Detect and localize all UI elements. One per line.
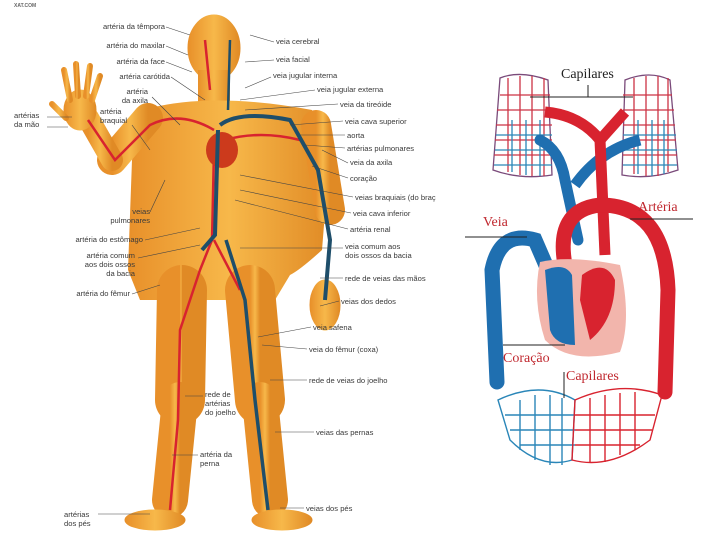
label-capilares-pulmonares: Capilares (561, 67, 614, 82)
label-arteria-carotida: artéria carótida (119, 72, 170, 81)
veins (200, 39, 333, 511)
label-veia-da-tireoide: veia da tireóide (340, 100, 392, 109)
label-veia-jugular-interna: veia jugular interna (273, 71, 338, 80)
label-rede-de-arterias-do-joelho: rede de artérias do joelho (205, 390, 236, 417)
label-veia-cava-superior: veia cava superior (345, 117, 407, 126)
label-arteria-do-femur: artéria do fêmur (76, 289, 130, 298)
leader-lines (47, 26, 354, 515)
label-veia: Veia (483, 215, 508, 230)
heart-illustration (206, 132, 238, 168)
label-arteria-braquial: artéria braquial (100, 107, 128, 125)
label-veia-da-axila: veia da axila (350, 158, 393, 167)
lung-capillaries-left (492, 73, 553, 178)
label-veias-dos-pes: veias dos pés (306, 504, 353, 513)
label-arteria: Artéria (638, 200, 678, 215)
label-rede-de-veias-das-maos: rede de veias das mãos (345, 274, 426, 283)
label-arteria-do-maxilar: artéria do maxilar (106, 41, 165, 50)
label-capilares-corpo: Capilares (566, 369, 619, 384)
label-veias-pulmonares: veias pulmonares (110, 207, 150, 225)
arteries (86, 39, 301, 511)
label-arteria-comum-bacia: artéria comum aos dois ossos da bacia (84, 251, 135, 278)
watermark: XAT.COM (14, 3, 37, 9)
label-veia-do-femur: veia do fêmur (coxa) (309, 345, 379, 354)
label-arteria-renal: artéria renal (350, 225, 391, 234)
label-arteria-do-estomago: artéria do estômago (75, 235, 143, 244)
label-arteria-da-face: artéria da face (116, 57, 165, 66)
label-veia-comum-bacia: veia comum aos dois ossos da bacia (345, 242, 412, 260)
body-capillaries (497, 387, 663, 465)
label-arteria-da-axila: artéria da axila (121, 87, 148, 105)
label-aorta: aorta (347, 131, 365, 140)
label-arteria-da-perna: artéria da perna (200, 450, 233, 468)
label-arterias-pulmonares: artérias pulmonares (347, 144, 415, 153)
label-veia-jugular-externa: veia jugular externa (317, 85, 384, 94)
label-veias-dos-dedos: veias dos dedos (341, 297, 396, 306)
label-veias-braquiais: veias braquiais (do braç (355, 193, 436, 202)
label-arterias-dos-pes: artérias dos pés (64, 510, 91, 528)
label-veia-cerebral: veia cerebral (276, 37, 320, 46)
label-coracao-diagram: Coração (503, 351, 550, 366)
circulation-diagram (465, 73, 693, 465)
label-arterias-da-mao: artérias da mão (14, 111, 40, 129)
label-veia-facial: veia facial (276, 55, 310, 64)
label-arteria-da-tempora: artéria da têmpora (102, 22, 165, 31)
label-veia-safena: veia safena (313, 323, 352, 332)
lung-capillaries-right (621, 74, 679, 178)
label-coracao: coração (350, 174, 378, 183)
label-veias-das-pernas: veias das pernas (316, 428, 374, 437)
label-veia-cava-inferior: veia cava inferior (353, 209, 411, 218)
label-rede-de-veias-do-joelho: rede de veias do joelho (309, 376, 388, 385)
